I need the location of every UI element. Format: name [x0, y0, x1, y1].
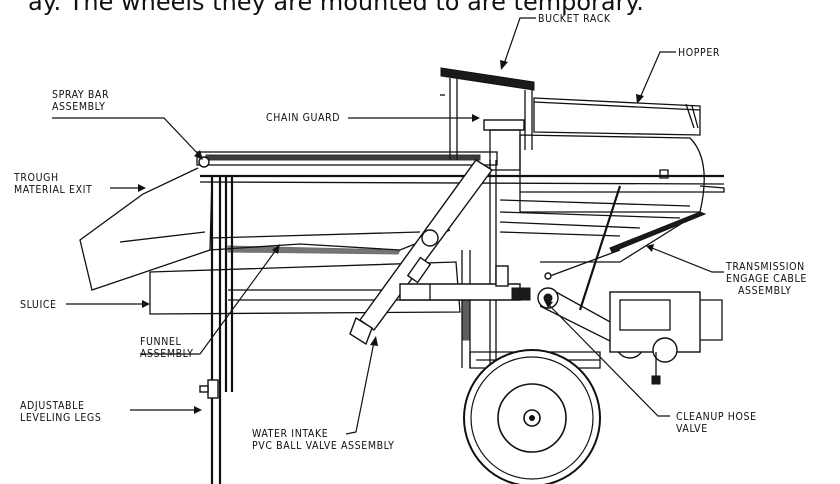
frame-bed — [196, 151, 725, 185]
chain-guard — [483, 119, 525, 171]
leveling-legs — [199, 160, 497, 484]
trough — [79, 167, 213, 291]
bucket-rack — [440, 67, 535, 160]
label-bucket-rack: BUCKET RACK — [538, 13, 611, 25]
label-transmission-line1: TRANSMISSION — [725, 261, 805, 273]
label-intake-line2: PVC BALL VALVE ASSEMBLY — [252, 440, 395, 452]
label-chain-guard: CHAIN GUARD — [266, 112, 340, 124]
label-funnel-line1: FUNNEL — [140, 336, 181, 348]
label-transmission-line2: ENGAGE CABLE — [726, 273, 807, 285]
trommel-drum — [499, 134, 725, 263]
label-transmission-line3: ASSEMBLY — [738, 285, 792, 297]
transmission-brace — [544, 185, 622, 311]
engine — [609, 291, 723, 385]
label-legs-line1: ADJUSTABLE — [20, 400, 85, 412]
label-cleanup-line1: CLEANUP HOSE — [676, 411, 757, 423]
water-intake-pipe — [349, 159, 521, 346]
hopper — [533, 97, 701, 136]
funnel — [209, 229, 451, 255]
label-intake-line1: WATER INTAKE — [252, 428, 328, 440]
label-cleanup-line2: VALVE — [676, 423, 708, 435]
label-spray-bar-line1: SPRAY BAR — [52, 89, 109, 101]
header-fragment: ay. The wheels they are mounted to are t… — [28, 0, 644, 16]
label-spray-bar-line2: ASSEMBLY — [52, 101, 106, 113]
machine-drawing — [79, 67, 725, 484]
leader-lines — [52, 17, 724, 435]
label-trough-line1: TROUGH — [13, 172, 59, 184]
callout-labels: BUCKET RACK HOPPER SPRAY BAR ASSEMBLY CH… — [13, 13, 807, 452]
label-hopper: HOPPER — [678, 47, 720, 59]
label-legs-line2: LEVELING LEGS — [20, 412, 101, 424]
label-trough-line2: MATERIAL EXIT — [14, 184, 92, 196]
label-sluice: SLUICE — [20, 299, 57, 311]
label-funnel-line2: ASSEMBLY — [140, 348, 194, 360]
wheel — [463, 349, 601, 484]
